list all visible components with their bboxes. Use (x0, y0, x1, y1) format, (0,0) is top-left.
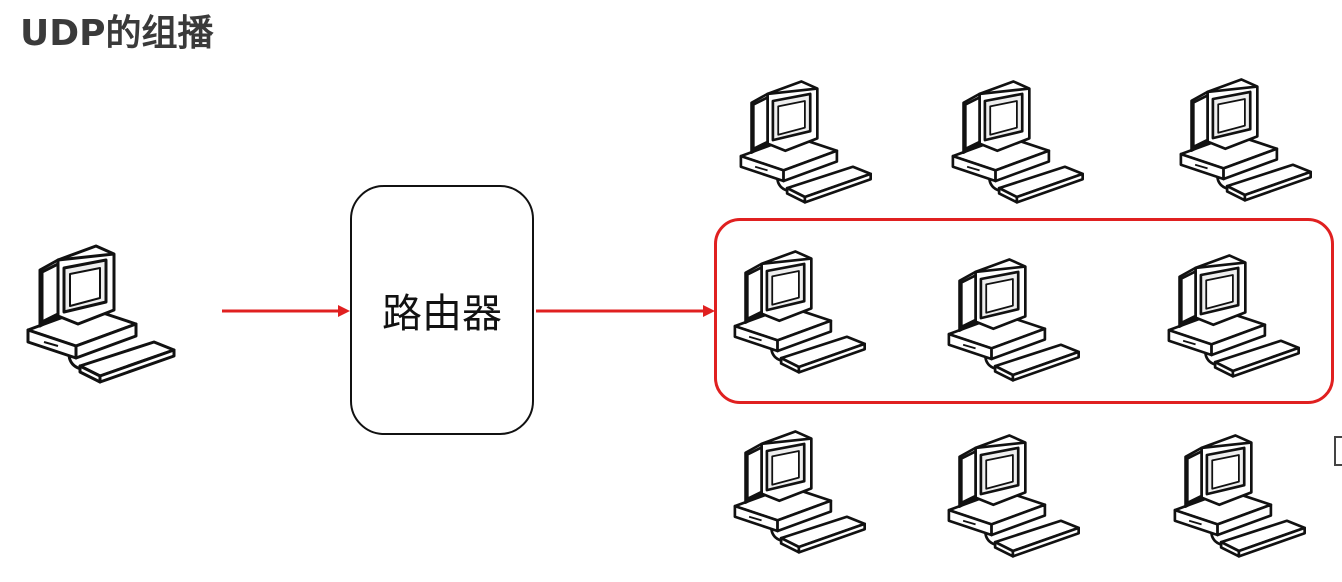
edge-bracket-icon (1334, 436, 1342, 466)
receiver-computer-icon (733, 429, 867, 554)
multicast-group-outline (714, 218, 1334, 404)
group-member-computer-icon (733, 249, 867, 374)
arrow-to-group-head (703, 305, 715, 317)
receiver-computer-icon (1173, 433, 1307, 558)
arrow-to-router-head (338, 305, 350, 317)
router-box: 路由器 (350, 185, 534, 435)
receiver-computer-icon (1179, 77, 1313, 202)
page-title: UDP的组播 (20, 13, 214, 54)
group-member-computer-icon (947, 257, 1081, 382)
group-member-computer-icon (1167, 253, 1301, 378)
receiver-computer-icon (739, 79, 873, 204)
receiver-computer-icon (947, 433, 1081, 558)
receiver-computer-icon (951, 79, 1085, 204)
router-label: 路由器 (382, 291, 502, 337)
